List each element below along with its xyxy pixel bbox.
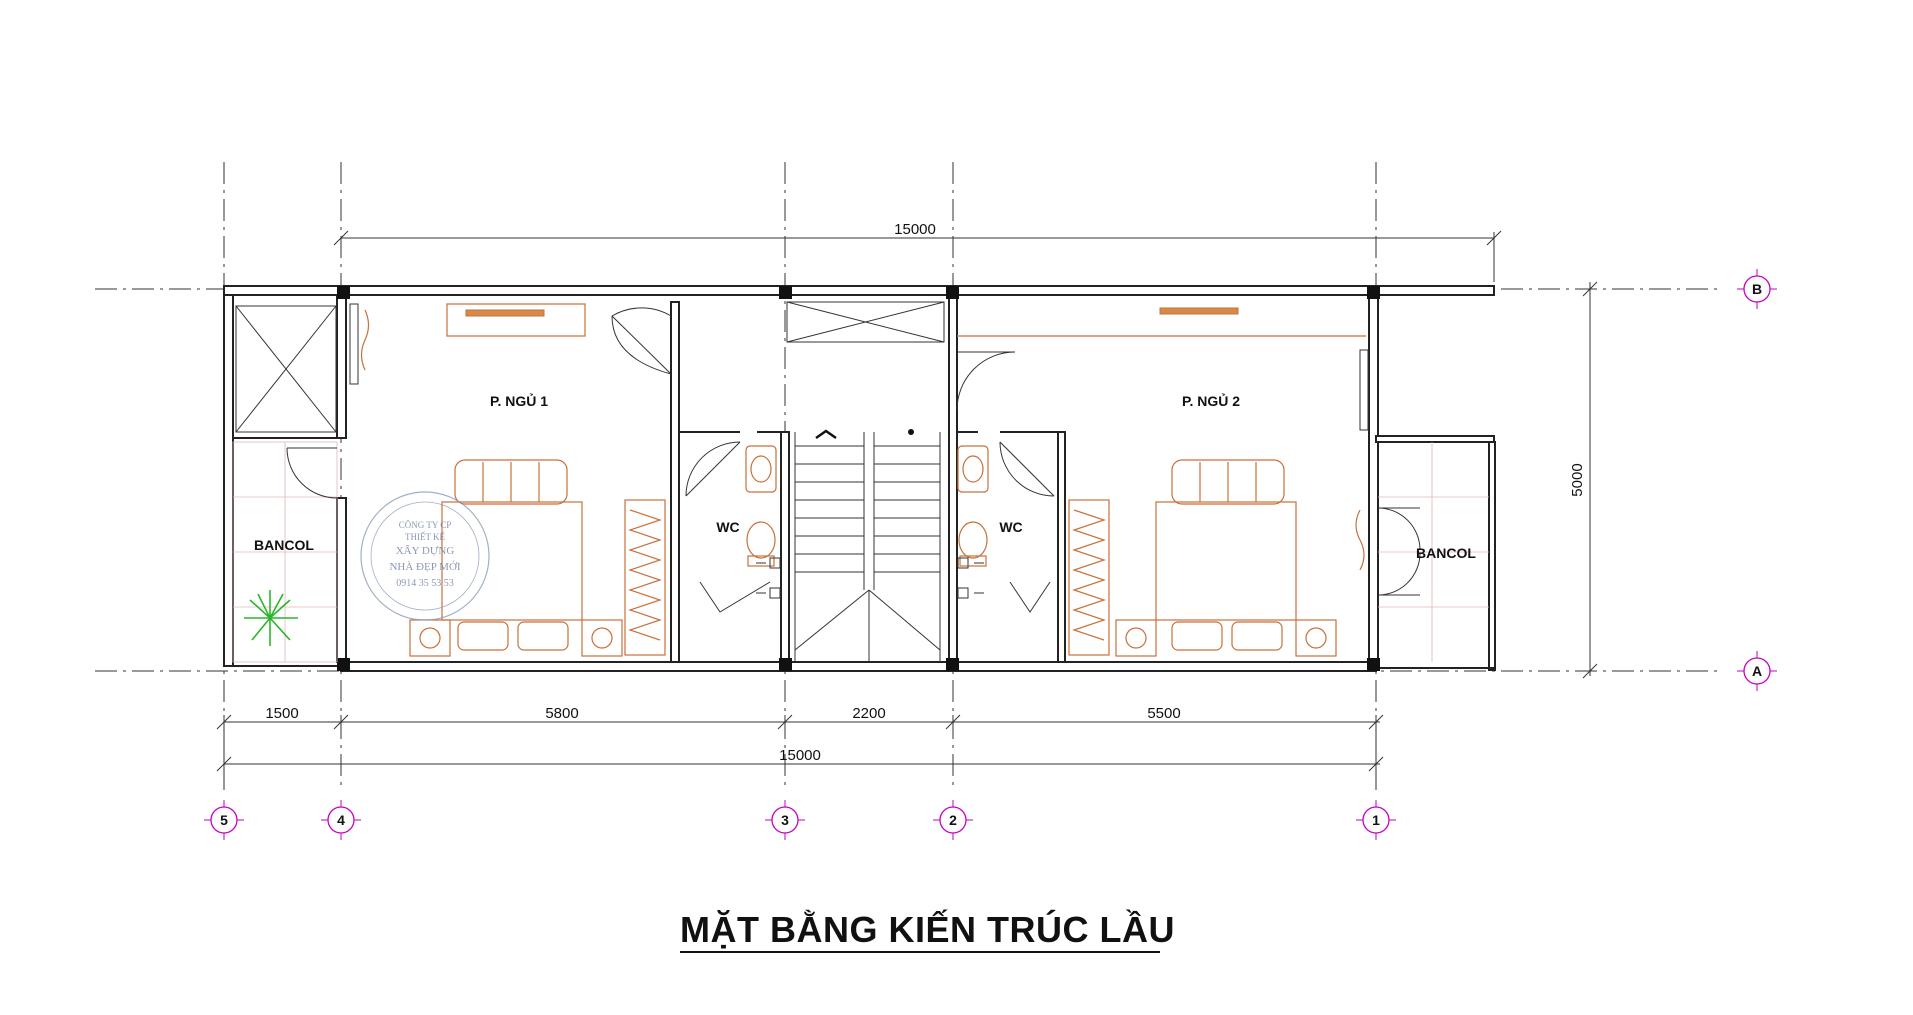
axis-label-2: 2 bbox=[949, 812, 957, 828]
company-stamp: CÔNG TY CP THIẾT KẾ XÂY DỰNG NHÀ ĐẸP MỚI… bbox=[360, 491, 490, 621]
stamp-line-5: 0914 35 53 53 bbox=[396, 578, 454, 589]
dimension-bedroom-2: 5500 bbox=[1147, 705, 1180, 722]
balcony-left-tiles bbox=[232, 441, 338, 663]
drawing-title-text: MẶT BẰNG KIẾN TRÚC LẦU bbox=[680, 908, 1175, 950]
top-dimension-line: 15000 bbox=[333, 221, 1502, 282]
label-bedroom-1: P. NGỦ 1 bbox=[490, 392, 548, 409]
staircase bbox=[794, 429, 941, 662]
doors bbox=[286, 307, 1421, 613]
label-bedroom-2: P. NGỦ 2 bbox=[1182, 392, 1240, 409]
wc-2-fixtures bbox=[957, 445, 989, 599]
dimension-stair: 2200 bbox=[852, 705, 885, 722]
bottom-dimension-lines: 1500 5800 2200 5500 15000 bbox=[216, 705, 1384, 790]
side-dimension-text: 5000 bbox=[1569, 463, 1586, 496]
axis-label-5: 5 bbox=[220, 812, 228, 828]
axis-label-1: 1 bbox=[1372, 812, 1380, 828]
axis-label-b: B bbox=[1752, 281, 1762, 297]
room-labels: P. NGỦ 1 P. NGỦ 2 WC WC BANCOL BANCOL bbox=[254, 392, 1476, 561]
balcony-right-tiles bbox=[1378, 442, 1489, 662]
stamp-line-3: XÂY DỰNG bbox=[396, 545, 455, 557]
dimension-total: 15000 bbox=[779, 747, 821, 764]
label-balcony-right: BANCOL bbox=[1416, 545, 1476, 561]
wc-1-fixtures bbox=[745, 445, 781, 599]
axis-label-3: 3 bbox=[781, 812, 789, 828]
walls bbox=[223, 285, 1496, 672]
dimension-bancol: 1500 bbox=[265, 705, 298, 722]
drawing-title: MẶT BẰNG KIẾN TRÚC LẦU bbox=[680, 908, 1175, 953]
axis-bubble-2: 2 bbox=[933, 800, 973, 840]
stamp-line-4: NHÀ ĐẸP MỚI bbox=[389, 561, 460, 573]
right-dimension-line: 5000 bbox=[1569, 281, 1598, 679]
plant-icon bbox=[244, 590, 298, 646]
label-wc-2: WC bbox=[999, 519, 1022, 535]
stamp-line-1: CÔNG TY CP bbox=[399, 520, 452, 530]
label-balcony-left: BANCOL bbox=[254, 537, 314, 553]
void-stair-top bbox=[786, 301, 945, 343]
axis-bubble-b: B bbox=[1737, 269, 1777, 309]
bedroom-2-furniture bbox=[957, 307, 1369, 657]
axis-grid bbox=[95, 162, 1720, 790]
bedroom-1-furniture bbox=[349, 303, 666, 657]
axis-label-a: A bbox=[1752, 663, 1762, 679]
top-dimension-text: 15000 bbox=[894, 221, 936, 238]
stamp-line-2: THIẾT KẾ bbox=[405, 532, 446, 542]
axis-bubble-5: 5 bbox=[204, 800, 244, 840]
label-wc-1: WC bbox=[716, 519, 739, 535]
axis-bubble-a: A bbox=[1737, 651, 1777, 691]
axis-bubble-1: 1 bbox=[1356, 800, 1396, 840]
axis-bubble-4: 4 bbox=[321, 800, 361, 840]
axis-bubble-3: 3 bbox=[765, 800, 805, 840]
axis-label-4: 4 bbox=[337, 812, 345, 828]
void-left bbox=[235, 305, 337, 433]
dimension-bedroom-1: 5800 bbox=[545, 705, 578, 722]
